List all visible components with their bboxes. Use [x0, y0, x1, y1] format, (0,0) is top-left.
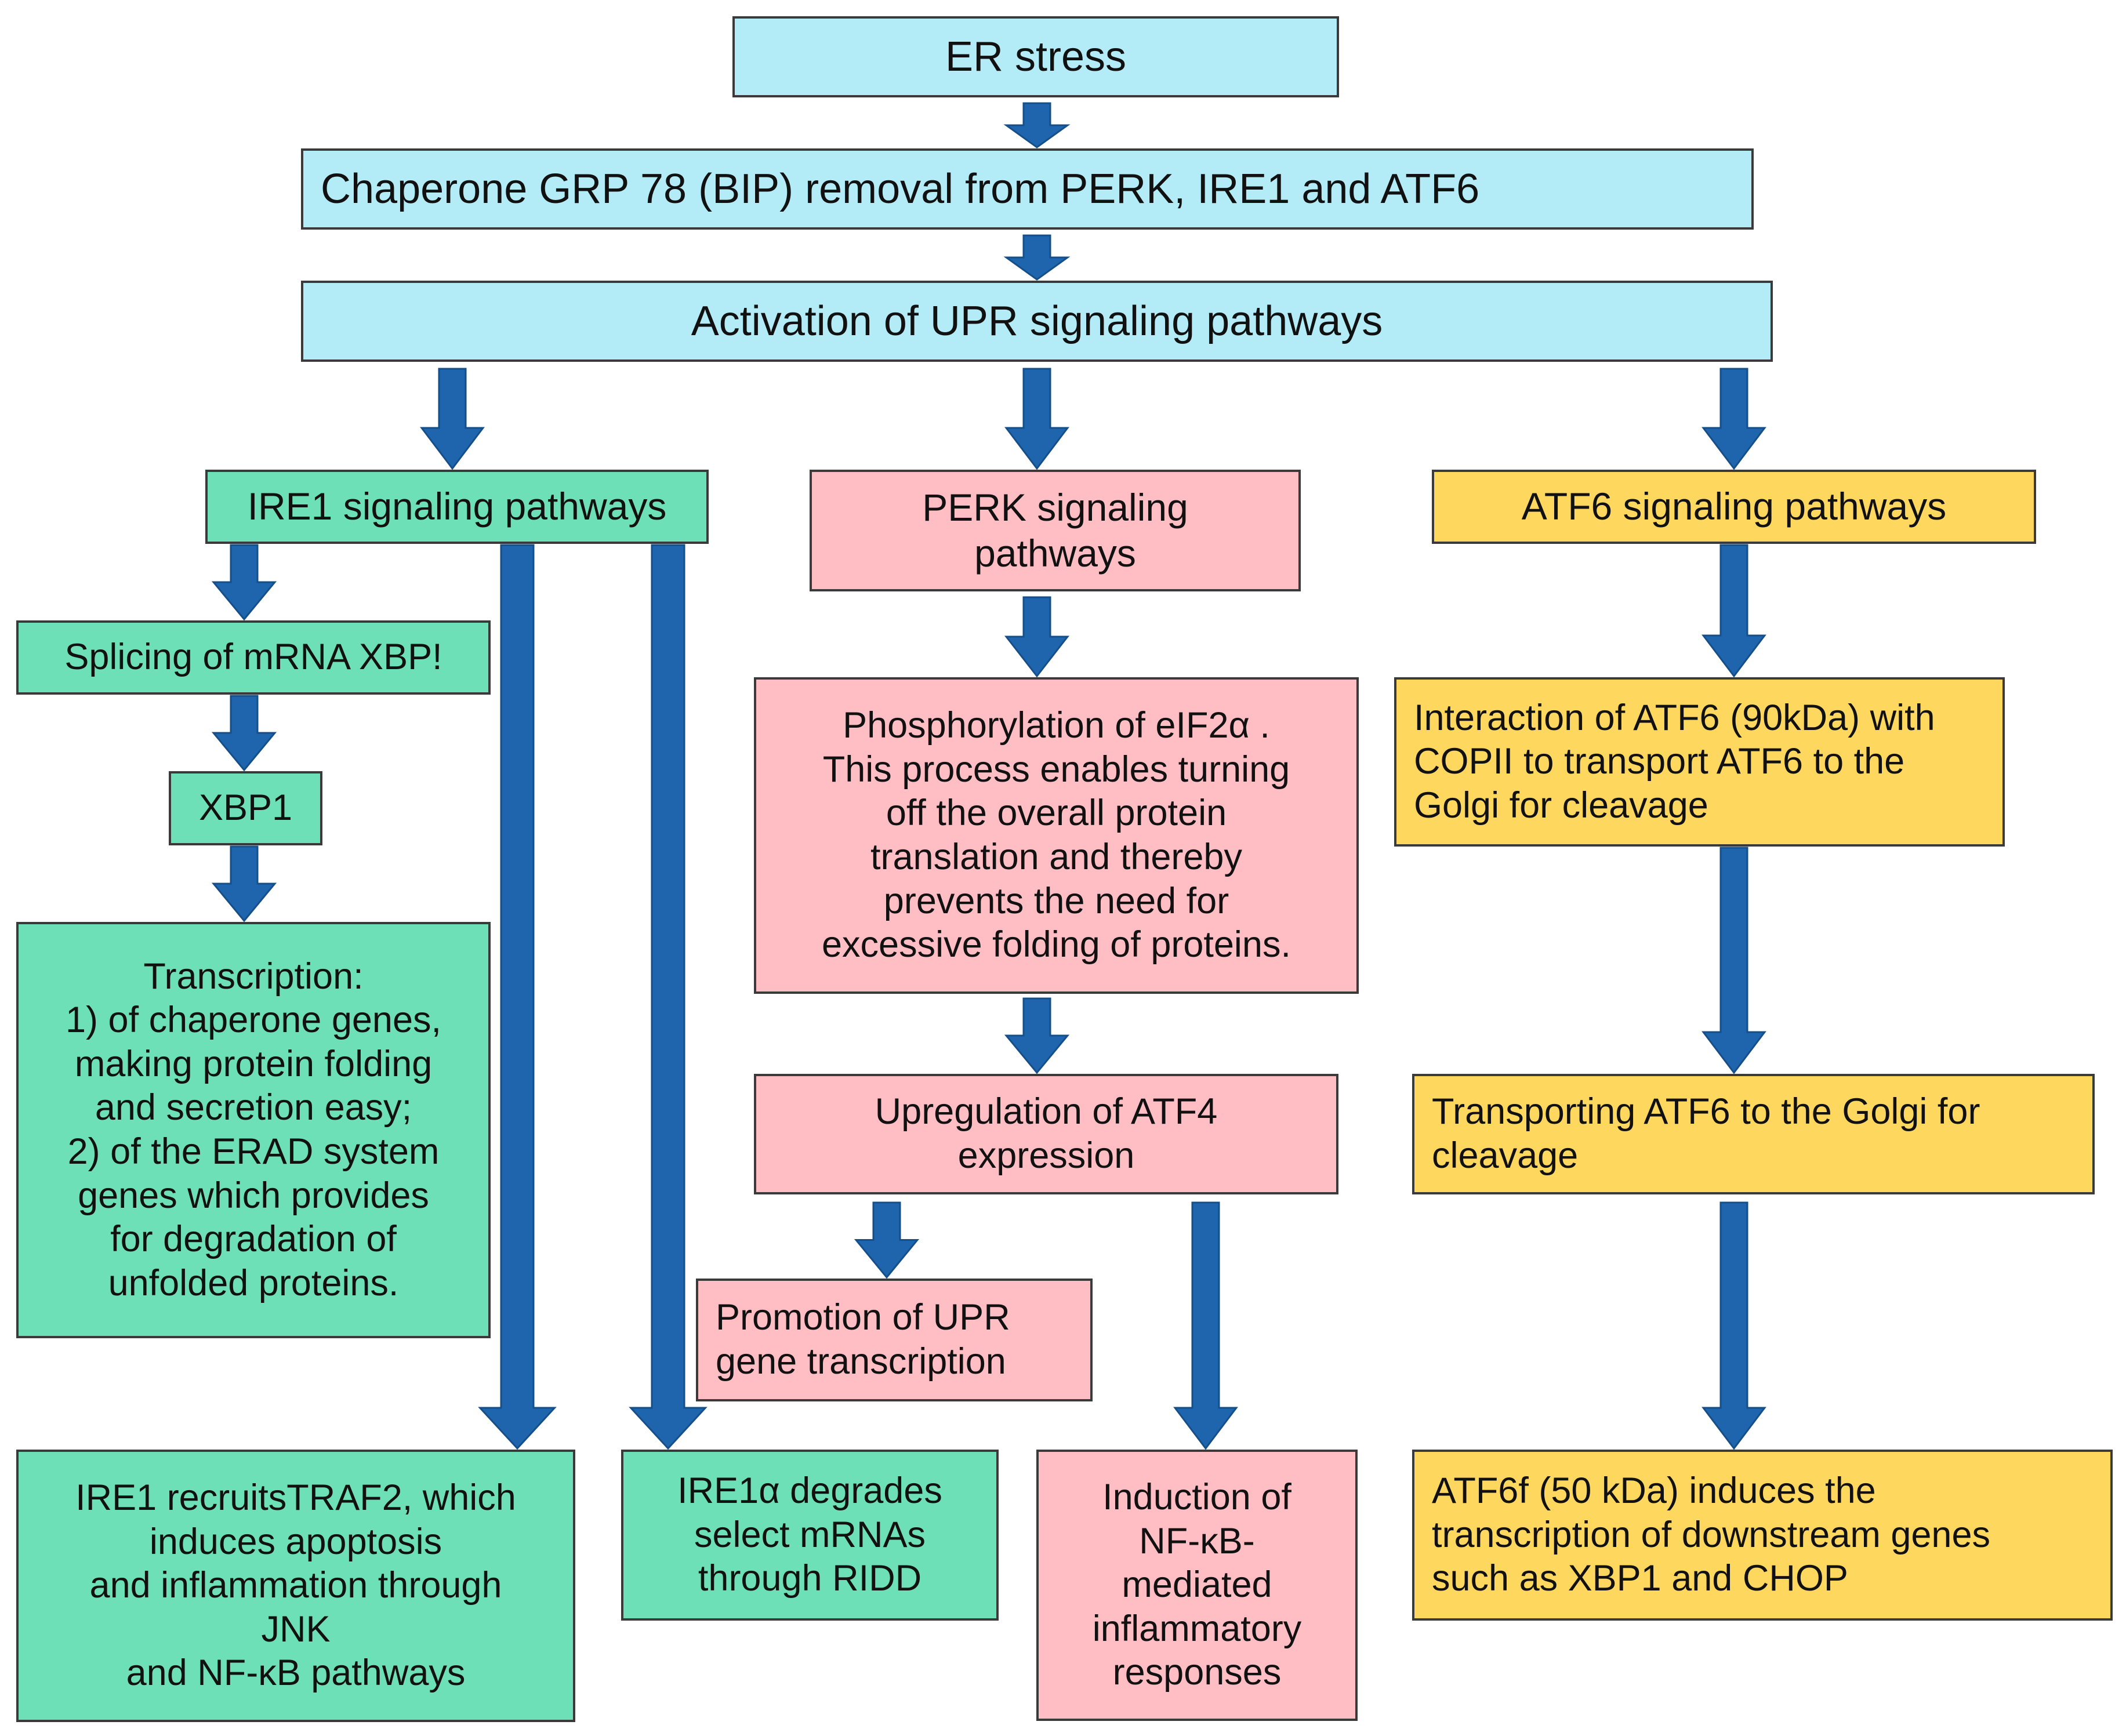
ire1-splicing-label: Splicing of mRNA XBP!	[64, 637, 442, 678]
atf6-interaction-label: Interaction of ATF6 (90kDa) with COPII t…	[1414, 697, 1935, 826]
perk-promotion-box: Promotion of UPR gene transcription	[696, 1279, 1093, 1401]
ire1-ridd-box: IRE1α degrades select mRNAs through RIDD	[621, 1450, 999, 1621]
ire1-transcription-label: Transcription: 1) of chaperone genes, ma…	[66, 956, 441, 1303]
arrow-er-to-chaperone	[1003, 102, 1071, 148]
perk-nfkb-label: Induction of NF-κB- mediated inflammator…	[1092, 1477, 1302, 1693]
arrow-chaperone-to-upr	[1003, 234, 1071, 281]
arrow-transporting-to-atf6f	[1701, 1201, 1766, 1450]
ire1-ridd-label: IRE1α degrades select mRNAs through RIDD	[677, 1470, 942, 1599]
ire1-traf2-label: IRE1 recruitsTRAF2, which induces apopto…	[75, 1477, 516, 1694]
perk-header-box: PERK signaling pathways	[810, 470, 1301, 591]
perk-phosphorylation-label: Phosphorylation of eIF2α . This process …	[822, 705, 1291, 965]
chaperone-removal-label: Chaperone GRP 78 (BIP) removal from PERK…	[321, 165, 1480, 212]
perk-promotion-label: Promotion of UPR gene transcription	[716, 1297, 1010, 1382]
arrow-phosphorylation-to-atf4	[1004, 997, 1070, 1074]
arrow-atf4-to-promotion	[854, 1201, 920, 1279]
arrow-atf6-to-interaction	[1701, 544, 1766, 678]
perk-nfkb-box: Induction of NF-κB- mediated inflammator…	[1036, 1450, 1358, 1721]
ire1-splicing-box: Splicing of mRNA XBP!	[16, 620, 491, 695]
arrow-upr-to-atf6	[1701, 368, 1766, 470]
arrow-interaction-to-transporting	[1701, 847, 1766, 1074]
chaperone-removal-box: Chaperone GRP 78 (BIP) removal from PERK…	[301, 148, 1754, 230]
ire1-header-box: IRE1 signaling pathways	[205, 470, 709, 544]
upr-activation-label: Activation of UPR signaling pathways	[691, 297, 1383, 344]
arrow-ire1-to-ridd	[629, 544, 708, 1450]
atf6-header-label: ATF6 signaling pathways	[1521, 485, 1947, 528]
atf6-transporting-label: Transporting ATF6 to the Golgi for cleav…	[1432, 1091, 1980, 1176]
er-stress-label: ER stress	[945, 33, 1127, 80]
arrow-perk-to-phosphorylation	[1004, 596, 1069, 678]
arrow-upr-to-ire1	[420, 368, 485, 470]
arrow-splicing-to-xbp1	[211, 695, 277, 772]
arrow-atf4-to-nfkb	[1173, 1201, 1238, 1450]
ire1-transcription-box: Transcription: 1) of chaperone genes, ma…	[16, 922, 491, 1338]
arrow-ire1-to-splicing	[211, 544, 277, 621]
ire1-xbp1-box: XBP1	[169, 771, 322, 845]
arrow-upr-to-perk	[1004, 368, 1069, 470]
ire1-traf2-box: IRE1 recruitsTRAF2, which induces apopto…	[16, 1450, 575, 1722]
perk-header-label: PERK signaling pathways	[922, 485, 1188, 575]
perk-atf4-label: Upregulation of ATF4 expression	[875, 1091, 1218, 1176]
atf6-atf6f-label: ATF6f (50 kDa) induces the transcription…	[1432, 1470, 1990, 1599]
arrow-xbp1-to-transcription	[211, 845, 277, 923]
arrow-ire1-to-traf2	[478, 544, 557, 1450]
ire1-header-label: IRE1 signaling pathways	[247, 485, 667, 528]
atf6-interaction-box: Interaction of ATF6 (90kDa) with COPII t…	[1394, 677, 2005, 847]
upr-activation-box: Activation of UPR signaling pathways	[301, 281, 1773, 362]
atf6-transporting-box: Transporting ATF6 to the Golgi for cleav…	[1412, 1074, 2095, 1194]
er-stress-box: ER stress	[732, 16, 1339, 97]
ire1-xbp1-label: XBP1	[198, 787, 293, 829]
perk-atf4-box: Upregulation of ATF4 expression	[754, 1074, 1338, 1194]
atf6-atf6f-box: ATF6f (50 kDa) induces the transcription…	[1412, 1450, 2113, 1621]
atf6-header-box: ATF6 signaling pathways	[1432, 470, 2036, 544]
perk-phosphorylation-box: Phosphorylation of eIF2α . This process …	[754, 677, 1359, 994]
